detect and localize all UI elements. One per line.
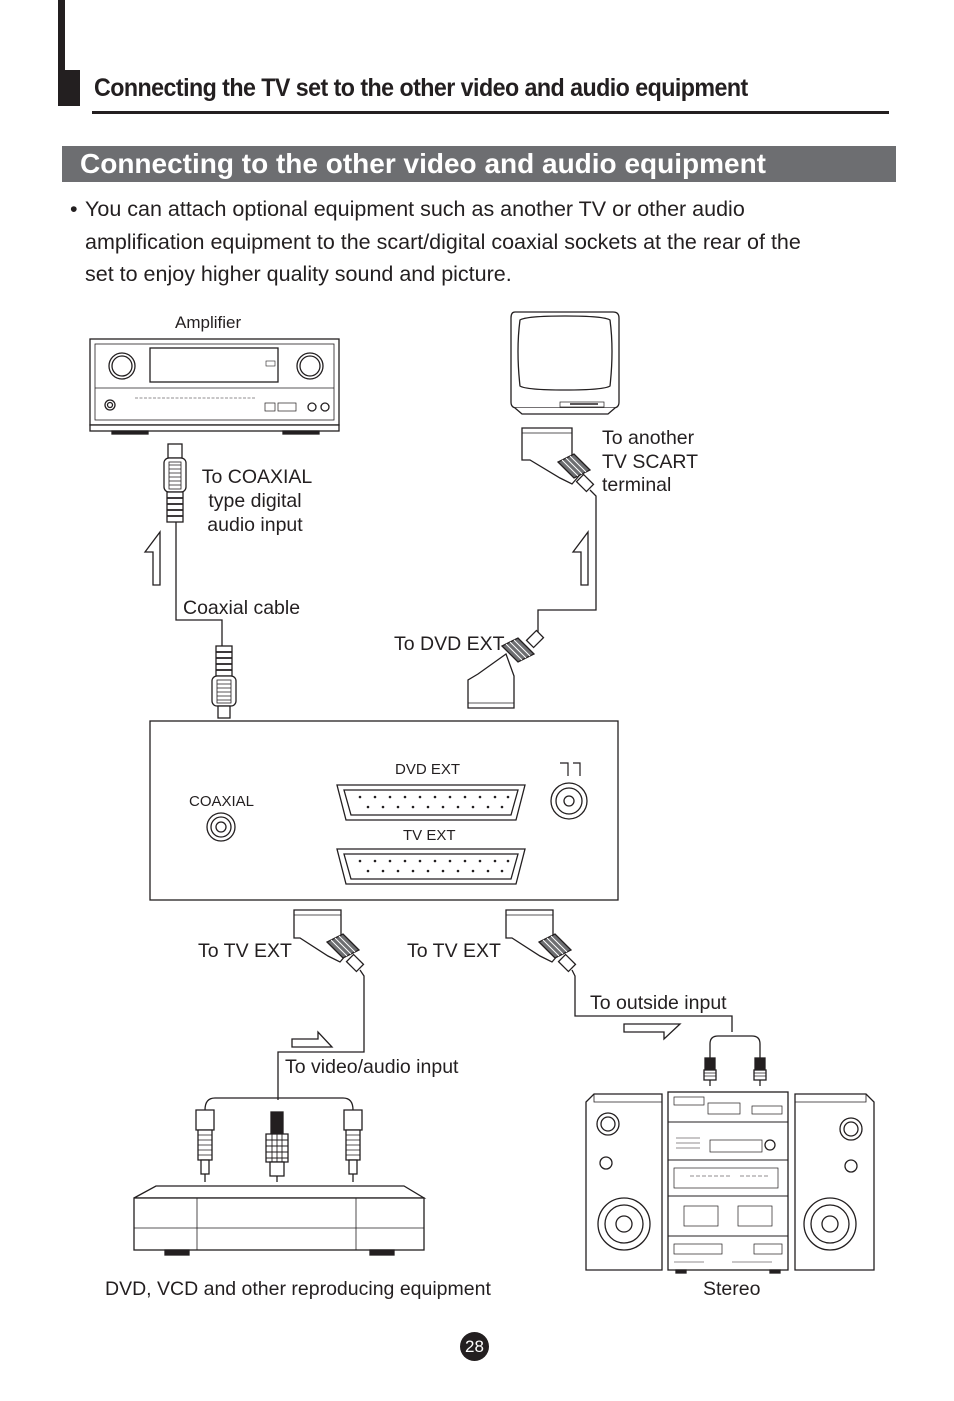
label-to-dvd-ext: To DVD EXT [394,633,505,655]
page-number: 28 [460,1332,489,1361]
up-arrow-left [143,530,161,586]
rca-plugs-dvd [195,1088,363,1182]
label-to-coaxial-line2: type digital [208,490,302,512]
bullet-text: You can attach optional equipment such a… [85,197,801,286]
section-title: Connecting to the other video and audio … [80,148,766,179]
cable-to-dvd [277,969,365,1088]
label-to-coaxial-line1: To COAXIAL [201,466,313,488]
cable-to-stereo [571,969,733,1032]
amplifier-illustration [89,338,340,435]
rca-plugs-stereo [703,1035,767,1086]
caption-stereo: Stereo [703,1278,761,1300]
label-to-coaxial-line3: audio input [207,514,303,536]
caption-dvd-equipment: DVD, VCD and other reproducing equipment [105,1278,491,1300]
scart-plug-tv-ext-right [505,909,577,973]
label-to-outside-input: To outside input [590,992,727,1014]
dvd-player-illustration [133,1185,427,1256]
label-to-tv-ext-left: To TV EXT [198,940,292,962]
label-to-tv-ext-right: To TV EXT [407,940,501,962]
coaxial-cable-line [175,522,223,650]
up-arrow-right [571,530,589,586]
scart-plug-top [521,427,595,493]
section-header-bar [62,146,896,182]
right-arrow-right [623,1023,682,1041]
tv-rear-panel [149,720,619,901]
label-to-another-line3: terminal [602,474,672,496]
chapter-title: Connecting the TV set to the other video… [94,74,748,102]
panel-label-tv-ext: TV EXT [403,827,456,844]
label-to-another-line2: TV SCART [602,451,699,473]
panel-label-coaxial: COAXIAL [189,793,255,810]
label-to-video-audio-input: To video/audio input [285,1056,459,1078]
tv-illustration [510,311,620,415]
coaxial-plug-bottom [211,645,237,719]
scart-cable-top [537,489,597,636]
scart-plug-tv-ext-left [293,909,365,973]
label-amplifier: Amplifier [175,313,242,332]
label-to-another-line1: To another [602,427,695,449]
label-coaxial-cable: Coaxial cable [183,597,301,619]
bullet-marker: • [70,197,78,221]
chapter-marker-bar [58,0,65,106]
coaxial-plug-top [163,443,187,523]
stereo-illustration [585,1091,875,1274]
chapter-marker-block [58,70,80,106]
chapter-rule [92,111,889,114]
right-arrow-left [291,1030,334,1048]
panel-label-dvd-ext: DVD EXT [395,761,461,778]
scart-plug-dvd-ext [467,629,545,709]
